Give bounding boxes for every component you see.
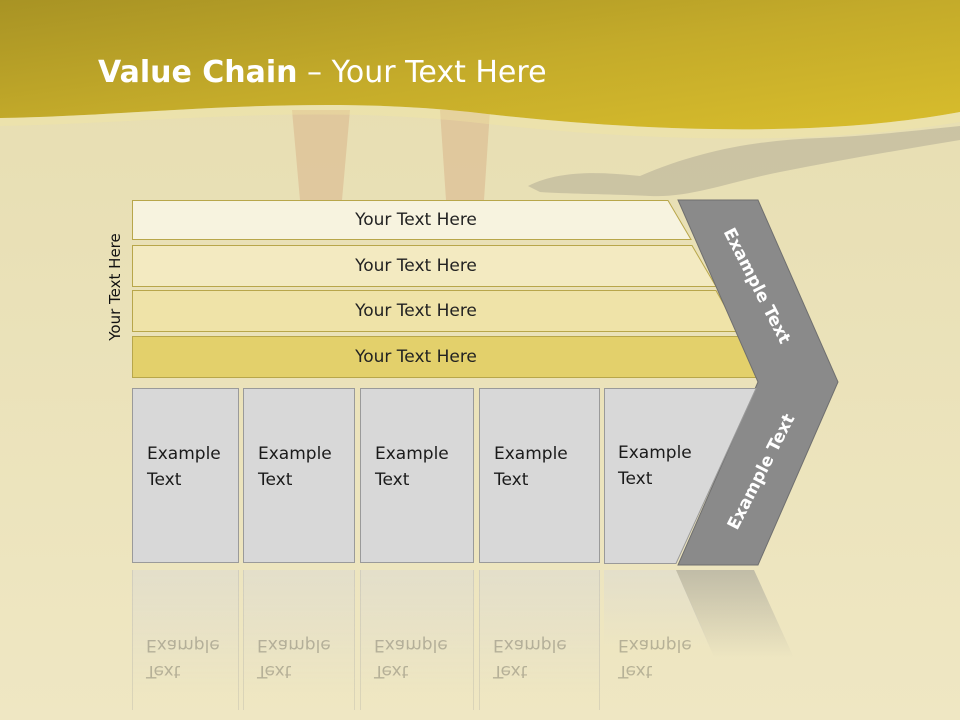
- stripe-2-label: Your Text Here: [355, 256, 477, 276]
- title-rest: – Your Text Here: [297, 55, 547, 90]
- stripe-1-label: Your Text Here: [355, 210, 477, 230]
- side-label: Your Text Here: [106, 233, 124, 341]
- stripe-3-label: Your Text Here: [355, 301, 477, 321]
- stripe-4-label: Your Text Here: [355, 347, 477, 367]
- activity-box-5-shape: [604, 388, 757, 564]
- slide-title: Value Chain – Your Text Here: [98, 55, 547, 90]
- stripe-1: Your Text Here: [132, 200, 692, 240]
- title-bold: Value Chain: [98, 55, 298, 90]
- stripe-2: Your Text Here: [132, 245, 717, 287]
- chevron-arrow: [677, 199, 839, 566]
- stripe-1-shape: [132, 200, 692, 240]
- stripe-3: Your Text Here: [132, 290, 740, 332]
